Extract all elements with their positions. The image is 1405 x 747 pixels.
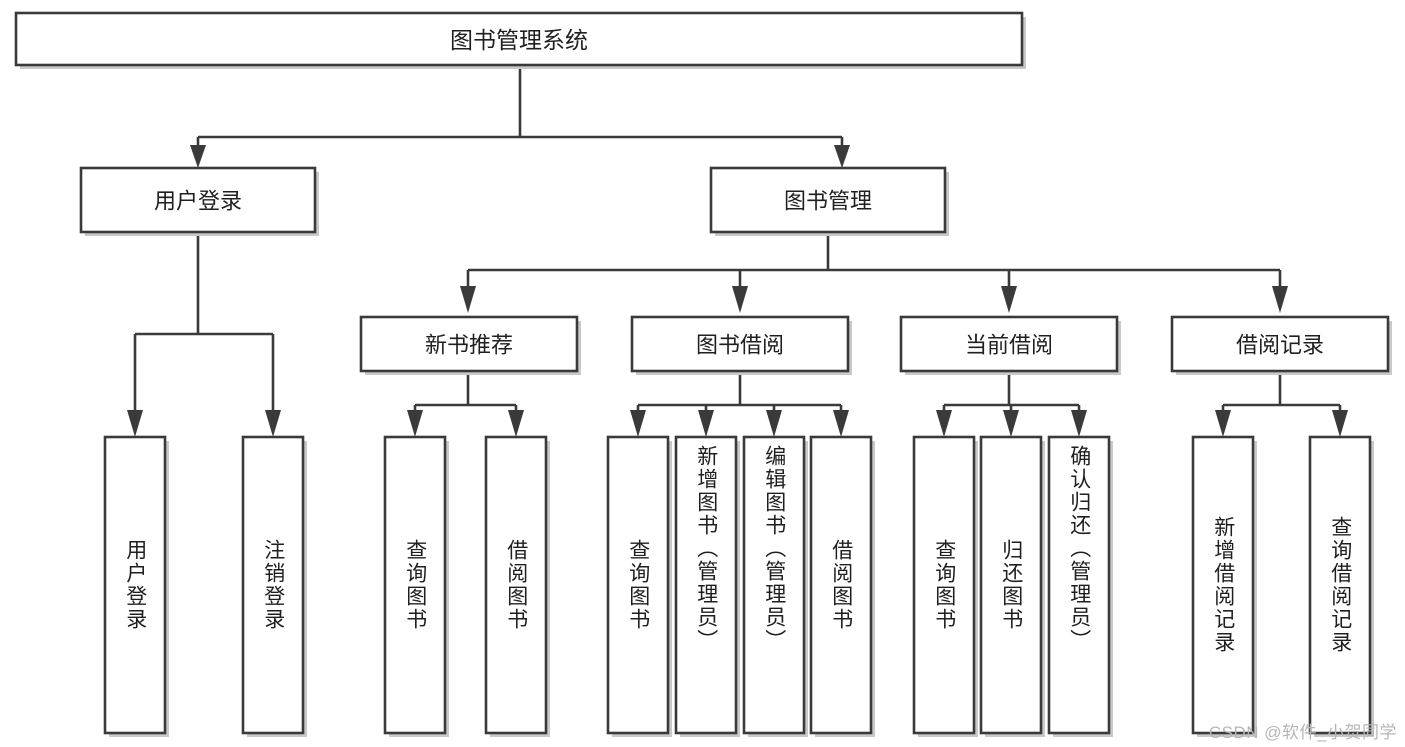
arrow-to-leaf-query-record (1332, 410, 1348, 437)
node-root-label: 图书管理系统 (450, 27, 588, 53)
node-new-book-rec[interactable]: 新书推荐 (359, 315, 581, 375)
arrow-to-leaf-user-login (127, 410, 143, 437)
node-book-manage[interactable]: 图书管理 (709, 166, 949, 236)
node-book-borrow-label: 图书借阅 (696, 333, 784, 358)
connector-layer (127, 68, 1348, 437)
arrow-to-leaf-logout (265, 410, 281, 437)
arrow-root-to-user-login (190, 145, 206, 168)
arrow-to-borrow-record (1272, 286, 1288, 313)
node-book-borrow[interactable]: 图书借阅 (630, 315, 852, 375)
arrow-to-leaf-return-book (1003, 410, 1019, 437)
arrow-to-leaf-borrow-book-1 (508, 410, 524, 437)
arrow-to-leaf-edit-book (766, 410, 782, 437)
node-book-manage-rect[interactable] (709, 166, 947, 234)
node-current-borrow-label: 当前借阅 (965, 333, 1053, 358)
leaf-query-book-2-rect[interactable] (606, 435, 670, 735)
leaf-add-book-rect[interactable] (674, 435, 738, 735)
node-borrow-record-rect[interactable] (1170, 315, 1390, 373)
node-current-borrow-rect[interactable] (899, 315, 1119, 373)
node-book-manage-label: 图书管理 (784, 189, 872, 214)
node-user-login-label: 用户登录 (154, 189, 242, 214)
node-new-book-rec-label: 新书推荐 (425, 333, 513, 358)
arrow-to-leaf-query-book-3 (936, 410, 952, 437)
arrow-to-leaf-borrow-book-2 (833, 410, 849, 437)
leaf-borrow-book-2-rect[interactable] (809, 435, 873, 735)
node-borrow-record[interactable]: 借阅记录 (1170, 315, 1392, 375)
node-root-rect[interactable] (14, 11, 1024, 67)
arrow-to-current-borrow (1001, 286, 1017, 313)
node-current-borrow[interactable]: 当前借阅 (899, 315, 1121, 375)
node-borrow-record-label: 借阅记录 (1236, 333, 1324, 358)
leaf-query-record-rect[interactable] (1308, 435, 1372, 735)
leaf-query-book-1-rect[interactable] (383, 435, 447, 735)
leaf-confirm-return-rect[interactable] (1047, 435, 1111, 735)
arrow-to-leaf-add-book (698, 410, 714, 437)
leaf-query-book-3-rect[interactable] (912, 435, 976, 735)
arrow-to-leaf-add-record (1215, 410, 1231, 437)
node-user-login-rect[interactable] (79, 166, 317, 234)
arrow-to-leaf-query-book-2 (630, 410, 646, 437)
arrow-to-leaf-confirm-return (1071, 410, 1087, 437)
leaf-add-record-rect[interactable] (1191, 435, 1255, 735)
arrow-root-to-book-manage (834, 145, 850, 168)
node-new-book-rec-rect[interactable] (359, 315, 579, 373)
leaf-edit-book-rect[interactable] (742, 435, 806, 735)
leaf-logout-rect[interactable] (241, 435, 305, 735)
node-root[interactable]: 图书管理系统 (14, 11, 1026, 69)
leaf-return-book-rect[interactable] (979, 435, 1043, 735)
leaf-borrow-book-1-rect[interactable] (484, 435, 548, 735)
node-book-borrow-rect[interactable] (630, 315, 850, 373)
arrow-to-leaf-query-book-1 (407, 410, 423, 437)
leaf-box-layer (103, 435, 1374, 737)
csdn-watermark: CSDN @软件_小贺同学 (1208, 723, 1397, 742)
node-user-login[interactable]: 用户登录 (79, 166, 319, 236)
arrow-to-book-borrow (732, 286, 748, 313)
arrow-to-new-book-rec (460, 286, 476, 313)
leaf-user-login-rect[interactable] (103, 435, 167, 735)
